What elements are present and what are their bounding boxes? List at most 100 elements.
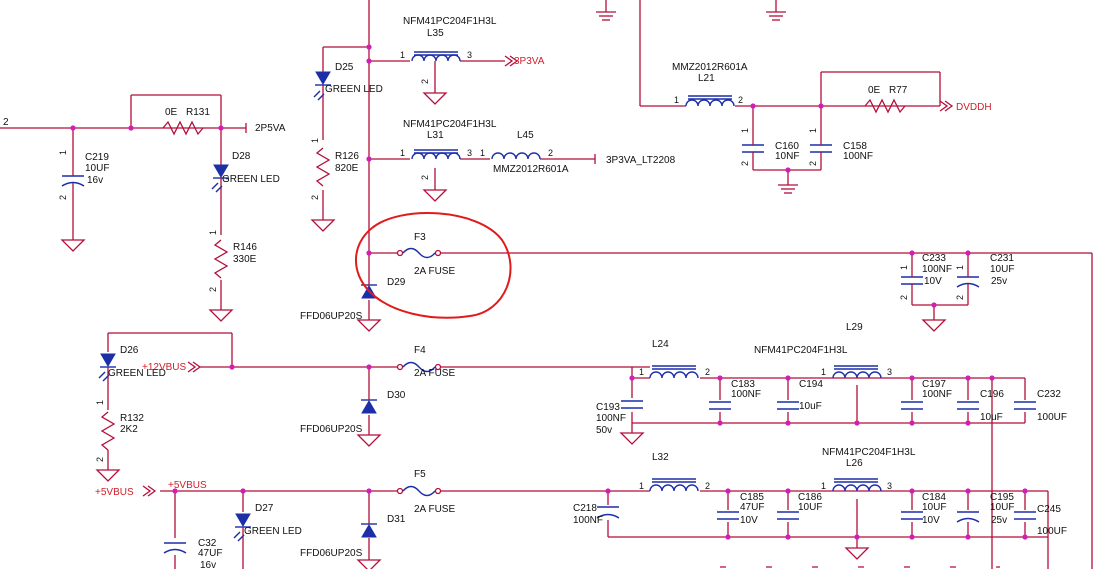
- capacitor-c158: [810, 140, 832, 160]
- capacitor-c186: [777, 511, 799, 520]
- l21-pin2: 2: [738, 95, 743, 105]
- d26-ref: D26: [120, 345, 139, 356]
- l26-ref: L26: [846, 458, 863, 469]
- capacitor-c233: [901, 272, 923, 292]
- l29-pin3: 3: [887, 367, 892, 377]
- capacitor-c194: [777, 401, 799, 410]
- c233-ref: C233: [922, 253, 946, 264]
- c233-value: 100NF: [922, 264, 952, 275]
- c184-value: 10UF: [922, 502, 946, 513]
- l45-part: MMZ2012R601A: [493, 164, 569, 175]
- led-d28: [211, 162, 229, 198]
- l24-pin2: 2: [705, 367, 710, 377]
- c196-value: 10uF: [980, 412, 1003, 423]
- red-highlight-circle: [355, 212, 512, 319]
- capacitor-c219: [61, 165, 85, 190]
- d28-value: GREEN LED: [222, 174, 280, 185]
- resistor-r132: [100, 411, 116, 451]
- r132-pin2: 2: [95, 457, 105, 462]
- c193-ref: C193: [596, 402, 620, 413]
- r132-pin1: 1: [95, 400, 105, 405]
- r146-ref: R146: [233, 242, 257, 253]
- net-5vbus-port: +5VBUS: [95, 487, 134, 498]
- l26-pin1: 1: [821, 481, 826, 491]
- c32-rating: 16v: [200, 560, 216, 569]
- c233-pin2: 2: [899, 295, 909, 300]
- capacitor-c32: [163, 542, 187, 554]
- c197-value: 100NF: [922, 389, 952, 400]
- c185-ref: C185: [740, 492, 764, 503]
- l32-ref: L32: [652, 452, 669, 463]
- c195-value: 10UF: [990, 502, 1014, 513]
- c197-ref: C197: [922, 379, 946, 390]
- l31-pin3: 3: [467, 148, 472, 158]
- filter-l29: [832, 365, 882, 379]
- d30-ref: D30: [387, 390, 406, 401]
- c218-ref: C218: [573, 503, 597, 514]
- c160-ref: C160: [775, 141, 799, 152]
- led-d26: [98, 353, 116, 388]
- net-2p5va: 2P5VA: [255, 123, 286, 134]
- f4-value: 2A FUSE: [414, 368, 455, 379]
- c195-rating: 25v: [991, 515, 1007, 526]
- r77-value: 0E: [868, 85, 881, 96]
- c233-pin1: 1: [899, 265, 909, 270]
- r132-value: 2K2: [120, 424, 138, 435]
- l35-pin3: 3: [467, 50, 472, 60]
- diode-d31: [361, 520, 377, 538]
- c219-pin2: 2: [58, 195, 68, 200]
- c219-pin1: 1: [58, 150, 68, 155]
- c184-ref: C184: [922, 492, 946, 503]
- capacitor-c196: [957, 401, 979, 410]
- capacitor-c245: [1014, 511, 1036, 520]
- l31-part: NFM41PC204F1H3L: [403, 119, 497, 130]
- r126-pin1: 1: [310, 138, 320, 143]
- left-pin-number: 2: [3, 117, 9, 128]
- l45-pin2: 2: [548, 148, 553, 158]
- c219-value: 10UF: [85, 163, 109, 174]
- inductor-l32: [649, 478, 699, 492]
- led-d25: [313, 62, 331, 101]
- filter-l31: [411, 149, 461, 160]
- f4-ref: F4: [414, 345, 426, 356]
- f3-value: 2A FUSE: [414, 266, 455, 277]
- net-dvddh: DVDDH: [956, 102, 992, 113]
- c245-ref: C245: [1037, 504, 1061, 515]
- filter-l35: [411, 51, 461, 70]
- c233-rating: 10V: [924, 276, 942, 287]
- d26-value: GREEN LED: [108, 368, 166, 379]
- l29-ref: L29: [846, 322, 863, 333]
- c158-pin2: 2: [808, 161, 818, 166]
- l31-ref: L31: [427, 130, 444, 141]
- l29-pin1: 1: [821, 367, 826, 377]
- l31-pin1: 1: [400, 148, 405, 158]
- fuse-f3: [396, 247, 442, 259]
- c186-value: 10UF: [798, 502, 822, 513]
- c231-pin1: 1: [955, 265, 965, 270]
- capacitor-c195: [956, 511, 980, 523]
- l35-pin1: 1: [400, 50, 405, 60]
- c32-value: 47UF: [198, 548, 222, 559]
- c158-pin1: 1: [808, 128, 818, 133]
- c232-value: 100UF: [1037, 412, 1067, 423]
- c160-pin2: 2: [740, 161, 750, 166]
- capacitor-c183: [709, 401, 731, 410]
- c183-ref: C183: [731, 379, 755, 390]
- net-3p3va: 3P3VA: [514, 56, 545, 67]
- f5-value: 2A FUSE: [414, 504, 455, 515]
- filter-l26: [832, 478, 882, 492]
- c245-value: 100UF: [1037, 526, 1067, 537]
- junction-dots: [70, 44, 1028, 540]
- d29-value: FFD06UP20S: [300, 311, 363, 322]
- l26-part: NFM41PC204F1H3L: [822, 447, 916, 458]
- resistor-r126: [315, 147, 331, 187]
- f3-ref: F3: [414, 232, 426, 243]
- c193-value: 100NF: [596, 413, 626, 424]
- labels: 2 0E R131 2P5VA C219 10UF 16v 1 2 D28 GR…: [3, 16, 1067, 569]
- r131-value: 0E: [165, 107, 178, 118]
- resistor-r131: [162, 120, 204, 136]
- capacitor-c232: [1014, 401, 1036, 410]
- r77-ref: R77: [889, 85, 908, 96]
- resistor-r146: [213, 239, 229, 279]
